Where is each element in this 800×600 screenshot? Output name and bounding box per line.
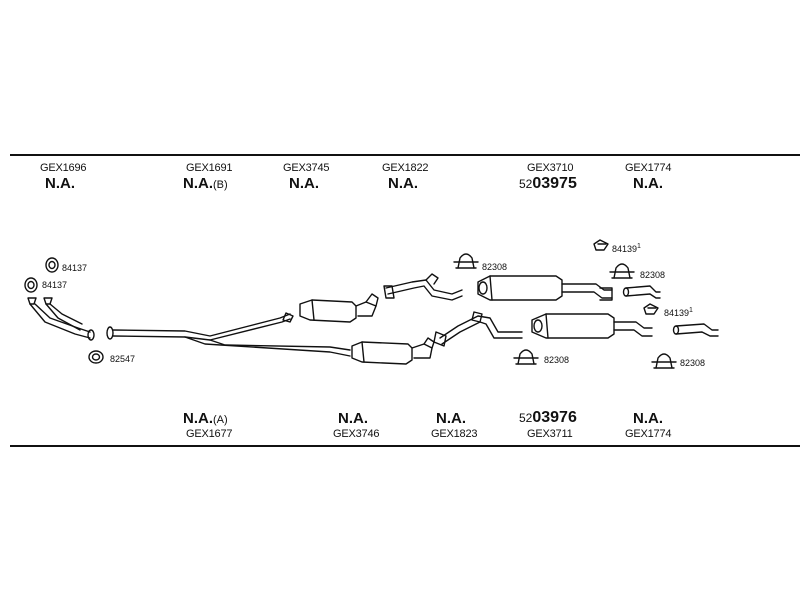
part-label-rubber-upper: 841391 bbox=[612, 242, 641, 254]
bottom-code-2: GEX3746 bbox=[333, 428, 380, 440]
part-main: 03975 bbox=[532, 175, 577, 192]
part-label-clamp-2: 82308 bbox=[640, 270, 666, 280]
status-text: N.A. bbox=[45, 175, 75, 192]
top-code-2: GEX1691 bbox=[186, 162, 233, 174]
part-label-gasket-lower: 84137 bbox=[42, 280, 68, 290]
part-main: 03976 bbox=[532, 409, 577, 426]
top-code-4: GEX1822 bbox=[382, 162, 429, 174]
part-label-clamp-1: 82308 bbox=[482, 262, 508, 272]
rear-silencer-upper-icon bbox=[477, 275, 613, 301]
clamp-3-icon bbox=[513, 349, 539, 365]
part-label-clamp-4: 82308 bbox=[680, 358, 706, 368]
top-code-3: GEX3745 bbox=[283, 162, 330, 174]
top-status-3: N.A. bbox=[289, 176, 319, 192]
part-label-clamp-3: 82308 bbox=[544, 355, 570, 365]
rubber-mount-upper-icon bbox=[593, 239, 609, 251]
bottom-status-3: N.A. bbox=[436, 411, 466, 427]
clamp-2-icon bbox=[609, 263, 635, 279]
bottom-code-4: GEX3711 bbox=[527, 428, 573, 440]
part-superscript: 1 bbox=[637, 243, 641, 250]
variant-note: (A) bbox=[213, 414, 228, 426]
top-status-6: N.A. bbox=[633, 176, 663, 192]
gasket-lower-icon bbox=[24, 277, 38, 293]
front-downpipe-icon bbox=[27, 297, 95, 341]
status-text: N.A. bbox=[338, 410, 368, 427]
intermediate-pipe-lower-icon bbox=[433, 311, 523, 347]
status-text: N.A. bbox=[289, 175, 319, 192]
bottom-status-2: N.A. bbox=[338, 411, 368, 427]
tailpipe-lower-icon bbox=[672, 323, 719, 337]
top-status-2: N.A.(B) bbox=[183, 176, 228, 193]
top-rule bbox=[10, 154, 800, 156]
part-superscript: 1 bbox=[689, 307, 693, 314]
clamp-4-icon bbox=[651, 353, 677, 369]
bottom-code-5: GEX1774 bbox=[625, 428, 672, 440]
part-label-gasket-upper: 84137 bbox=[62, 263, 88, 273]
bottom-code-1: GEX1677 bbox=[186, 428, 233, 440]
rear-silencer-lower-icon bbox=[531, 313, 653, 339]
top-code-6: GEX1774 bbox=[625, 162, 672, 174]
bottom-rule bbox=[10, 445, 800, 447]
part-label-ring-front: 82547 bbox=[110, 354, 136, 364]
rubber-mount-lower-icon bbox=[643, 303, 659, 315]
clamp-1-icon bbox=[453, 253, 479, 269]
top-code-5: GEX3710 bbox=[527, 162, 574, 174]
status-text: N.A. bbox=[183, 175, 213, 192]
intermediate-pipe-upper-icon bbox=[383, 273, 463, 301]
part-label-rubber-lower: 841391 bbox=[664, 306, 693, 318]
silencer-front-lower-icon bbox=[351, 337, 435, 365]
gasket-upper-icon bbox=[45, 257, 59, 273]
ring-front-icon bbox=[88, 350, 104, 364]
y-pipe-icon bbox=[106, 312, 351, 357]
top-part-number-5: 5203975 bbox=[519, 175, 577, 193]
bottom-status-1: N.A.(A) bbox=[183, 411, 228, 428]
status-text: N.A. bbox=[633, 410, 663, 427]
bottom-code-3: GEX1823 bbox=[431, 428, 478, 440]
status-text: N.A. bbox=[436, 410, 466, 427]
status-text: N.A. bbox=[633, 175, 663, 192]
part-prefix: 52 bbox=[519, 411, 533, 425]
status-text: N.A. bbox=[388, 175, 418, 192]
bottom-part-number-4: 5203976 bbox=[519, 409, 577, 427]
variant-note: (B) bbox=[213, 179, 228, 191]
part-number: 84139 bbox=[664, 308, 690, 318]
top-code-1: GEX1696 bbox=[40, 162, 87, 174]
part-prefix: 52 bbox=[519, 177, 533, 191]
bottom-status-5: N.A. bbox=[633, 411, 663, 427]
part-number: 84139 bbox=[612, 244, 638, 254]
top-status-1: N.A. bbox=[45, 176, 75, 192]
silencer-front-upper-icon bbox=[299, 293, 379, 323]
top-status-4: N.A. bbox=[388, 176, 418, 192]
tailpipe-upper-icon bbox=[622, 285, 661, 299]
status-text: N.A. bbox=[183, 410, 213, 427]
